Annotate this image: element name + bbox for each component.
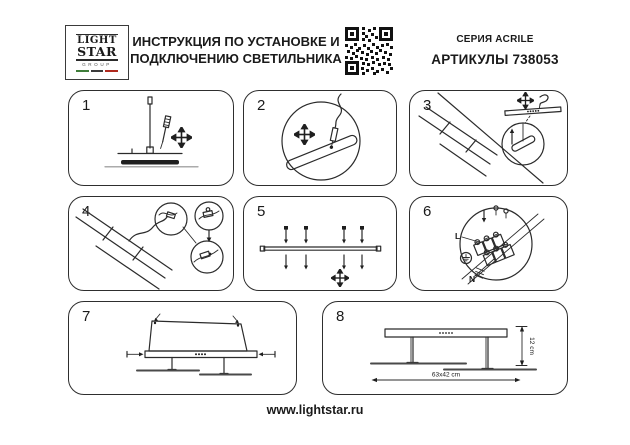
step-panel-8: 8 12 cm	[322, 301, 568, 395]
step-number: 5	[257, 203, 266, 220]
step-number: 1	[82, 97, 91, 114]
step-panel-1: 1	[68, 90, 234, 186]
width-dimension: 63x42 cm	[371, 372, 521, 383]
move-arrows-icon	[171, 127, 192, 148]
logo-text-light: LIGHT	[77, 35, 117, 47]
step-panel-7: 7	[68, 301, 297, 395]
step-panel-6: 6	[409, 196, 568, 291]
height-dimension-label: 12 cm	[528, 337, 535, 355]
illustration-step-2	[281, 93, 361, 181]
title-line-2: ПОДКЛЮЧЕНИЮ СВЕТИЛЬНИКА	[130, 51, 342, 67]
move-arrows-icon	[517, 92, 534, 109]
step-number: 7	[82, 308, 91, 325]
illustration-step-1	[104, 96, 199, 168]
height-dimension: 12 cm	[515, 326, 535, 366]
move-arrows-icon	[294, 124, 315, 145]
product-info: СЕРИЯ ACRILE АРТИКУЛЫ 738053	[412, 34, 578, 67]
series-label: СЕРИЯ ACRILE	[456, 34, 534, 45]
step-panel-3: 3	[409, 90, 568, 186]
qr-code	[345, 27, 393, 75]
illustration-step-4	[75, 201, 224, 290]
move-arrows-icon	[331, 269, 349, 287]
logo-text-star: STAR	[77, 44, 117, 60]
step-number: 6	[423, 203, 432, 220]
illustration-step-5	[259, 226, 382, 287]
step-number: 2	[257, 97, 266, 114]
width-dimension-label: 63x42 cm	[432, 372, 460, 379]
step-number: 3	[423, 97, 432, 114]
logo-flag-stripe	[76, 69, 119, 73]
illustration-step-7	[126, 313, 276, 376]
logo-text-group: GROUP	[82, 61, 112, 67]
title-line-1: ИНСТРУКЦИЯ ПО УСТАНОВКЕ И	[132, 34, 340, 49]
step-panel-5: 5	[243, 196, 397, 291]
illustration-step-3	[418, 92, 562, 184]
step-panel-4: 4	[68, 196, 234, 291]
illustration-step-6: L N	[455, 205, 545, 285]
ground-icon	[459, 251, 473, 265]
label-live: L	[455, 231, 460, 241]
lightstar-logo: LIGHT STAR GROUP	[65, 25, 129, 80]
article-number: АРТИКУЛЫ 738053	[431, 52, 559, 67]
screwdriver-icon	[160, 115, 172, 149]
step-panel-2: 2	[243, 90, 397, 186]
label-neutral: N	[469, 274, 475, 284]
page-title: ИНСТРУКЦИЯ ПО УСТАНОВКЕ И ПОДКЛЮЧЕНИЮ СВ…	[130, 33, 342, 67]
website-url: www.lightstar.ru	[266, 403, 364, 417]
illustration-step-8: 12 cm 63x42 cm	[370, 326, 537, 383]
step-number: 8	[336, 308, 345, 325]
